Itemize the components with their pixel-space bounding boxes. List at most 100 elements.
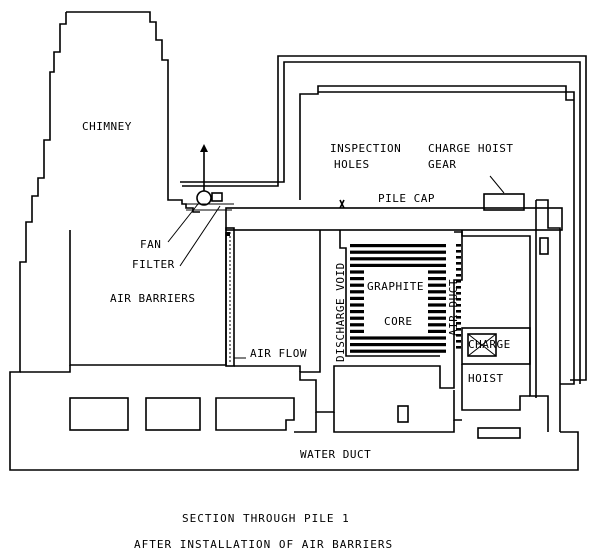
label-charge: CHARGE — [468, 338, 511, 351]
foundation-slot — [397, 405, 409, 423]
pile-hall-walls — [299, 85, 567, 200]
fan-leader — [167, 203, 199, 243]
label-graphite: GRAPHITE — [367, 280, 424, 293]
air-duct-bars — [456, 244, 461, 349]
graphite-bar — [350, 310, 364, 314]
label-charge-hoist-2: HOIST — [468, 372, 504, 385]
air-duct-rung — [456, 268, 461, 271]
graphite-bar — [428, 316, 446, 320]
graphite-bar — [350, 296, 364, 300]
graphite-bar — [428, 290, 446, 294]
charge-hoist-outer — [536, 199, 561, 432]
graphite-bar — [350, 277, 364, 281]
graphite-bar — [350, 349, 446, 353]
foundation-pad — [477, 427, 521, 439]
graphite-bar — [428, 270, 446, 274]
label-water-duct: WATER DUCT — [300, 448, 371, 461]
outer-roof — [182, 55, 587, 381]
air-duct-rung — [456, 250, 461, 253]
graphite-bar — [350, 244, 446, 248]
graphite-bar — [350, 270, 364, 274]
label-air-flow: AIR FLOW — [250, 347, 307, 360]
air-duct-rung — [456, 340, 461, 343]
label-inspection-1: INSPECTION — [330, 142, 401, 155]
graphite-bar — [428, 277, 446, 281]
air-duct-rung — [456, 256, 461, 259]
caption-line-2: AFTER INSTALLATION OF AIR BARRIERS — [134, 538, 393, 551]
graphite-bar — [350, 283, 364, 287]
air-duct-rung — [456, 316, 461, 319]
air-duct-rung — [456, 346, 461, 349]
graphite-bar — [350, 257, 446, 261]
air-duct-rung — [456, 334, 461, 337]
graphite-bar — [350, 343, 446, 347]
air-duct-rung — [456, 328, 461, 331]
caption-line-1: SECTION THROUGH PILE 1 — [182, 512, 350, 525]
label-charge-hoist-gear-1: CHARGE HOIST — [428, 142, 513, 155]
graphite-core-bars — [350, 244, 446, 353]
label-air-duct: AIR DUCT — [447, 279, 460, 336]
inspection-hole-mark — [339, 199, 345, 209]
air-duct-rung — [456, 298, 461, 301]
foundation-room-3 — [215, 397, 295, 431]
air-duct-rung — [456, 304, 461, 307]
air-barrier-base — [234, 365, 301, 372]
air-duct-rung — [456, 292, 461, 295]
pile-cap-band — [225, 207, 563, 231]
base-slab — [9, 431, 579, 471]
fan-circle — [196, 190, 212, 206]
up-arrow-icon — [200, 144, 208, 152]
charge-hoist-car — [467, 333, 497, 357]
graphite-bar — [350, 290, 364, 294]
graphite-bar — [428, 329, 446, 333]
air-duct-rung — [456, 280, 461, 283]
outer-roof-inner — [180, 61, 581, 384]
label-chimney: CHIMNEY — [82, 120, 132, 133]
label-discharge-void: DISCHARGE VOID — [334, 262, 347, 362]
graphite-bar — [428, 296, 446, 300]
chimney-base — [20, 365, 71, 373]
graphite-bar — [350, 316, 364, 320]
air-duct-rung — [456, 274, 461, 277]
foundation-room-1 — [69, 397, 129, 431]
graphite-bar — [350, 303, 364, 307]
graphite-bar — [350, 263, 446, 267]
air-duct-rung — [456, 262, 461, 265]
charge-hoist-cage — [461, 327, 531, 365]
foundation-room-2 — [145, 397, 201, 431]
filter-leader — [179, 205, 221, 267]
graphite-bar — [428, 283, 446, 287]
pile-hall-right-wall — [565, 92, 574, 101]
air-barrier-wall — [225, 227, 235, 367]
chimney-outline — [66, 11, 200, 213]
air-duct-rung — [456, 310, 461, 313]
label-core: CORE — [384, 315, 413, 328]
label-air-barriers: AIR BARRIERS — [110, 292, 195, 305]
charge-hoist-lower — [461, 364, 530, 411]
hoist-window — [539, 237, 549, 255]
charge-hoist-gear — [483, 193, 525, 211]
charge-hoist-cross — [467, 333, 497, 357]
pile-hall-inner — [318, 91, 575, 385]
graphite-bar — [428, 310, 446, 314]
discharge-void-right — [339, 230, 440, 357]
air-duct-rung — [456, 244, 461, 247]
graphite-bar — [350, 323, 364, 327]
filter-box — [211, 192, 223, 202]
graphite-bar — [350, 336, 446, 340]
graphite-bar — [428, 323, 446, 327]
label-charge-hoist-gear-2: GEAR — [428, 158, 457, 171]
air-duct-rung — [456, 286, 461, 289]
void-base — [294, 412, 317, 433]
graphite-bar — [350, 250, 446, 254]
label-inspection-2: HOLES — [334, 158, 370, 171]
gear-leader — [489, 175, 505, 194]
air-duct-rung — [456, 322, 461, 325]
graphite-bar — [428, 303, 446, 307]
graphite-bar — [350, 329, 364, 333]
label-filter: FILTER — [132, 258, 175, 271]
label-pile-cap: PILE CAP — [378, 192, 435, 205]
label-fan: FAN — [140, 238, 161, 251]
